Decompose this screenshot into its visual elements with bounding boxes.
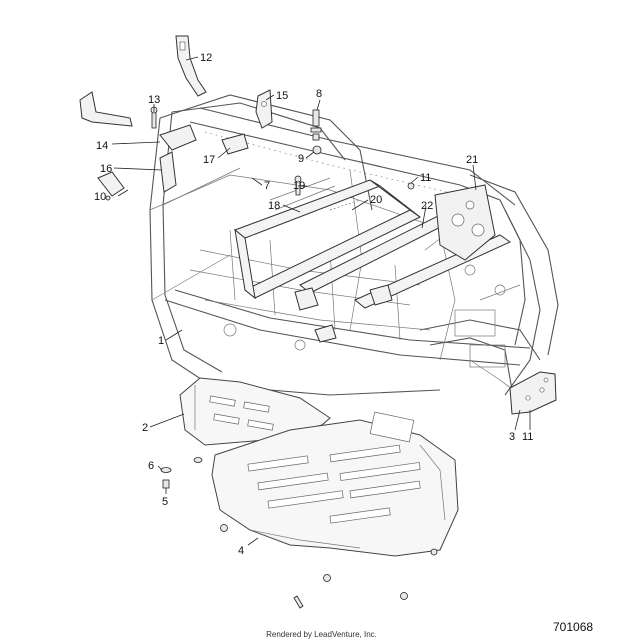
seat-rail-assembly — [233, 175, 512, 343]
callout-7: 7 — [264, 180, 270, 192]
skid-plate-rear — [179, 377, 331, 446]
callout-13: 13 — [148, 94, 160, 106]
callout-18: 18 — [268, 200, 280, 212]
callout-22: 22 — [421, 200, 433, 212]
callout-16: 16 — [100, 163, 112, 175]
callout-19: 19 — [293, 180, 305, 192]
callout-1: 1 — [158, 335, 164, 347]
diagram-number: 701068 — [553, 620, 594, 634]
hardware-5-6 — [160, 457, 203, 489]
callout-9: 9 — [298, 153, 304, 165]
render-credit: Rendered by LeadVenture, Inc. — [266, 630, 377, 639]
callout-2: 2 — [142, 422, 148, 434]
callout-20: 20 — [370, 194, 382, 206]
callout-17: 17 — [203, 154, 215, 166]
callout-21: 21 — [466, 154, 478, 166]
callout-10: 10 — [94, 191, 106, 203]
callout-4: 4 — [238, 545, 244, 557]
front-mount-bracket — [509, 371, 557, 415]
callout-labels: 12 13 15 8 14 17 16 9 7 10 19 11 21 18 2… — [94, 52, 533, 557]
callout-11-lower: 11 — [522, 431, 533, 443]
callout-11-upper: 11 — [420, 172, 431, 184]
skid-plate-main — [211, 411, 459, 609]
callout-3: 3 — [509, 431, 515, 443]
callout-6: 6 — [148, 460, 154, 472]
leader-lines — [111, 56, 531, 546]
callout-5: 5 — [162, 496, 168, 508]
callout-12: 12 — [200, 52, 212, 64]
callout-15: 15 — [276, 90, 288, 102]
callout-14: 14 — [96, 140, 108, 152]
callout-8: 8 — [316, 88, 322, 100]
